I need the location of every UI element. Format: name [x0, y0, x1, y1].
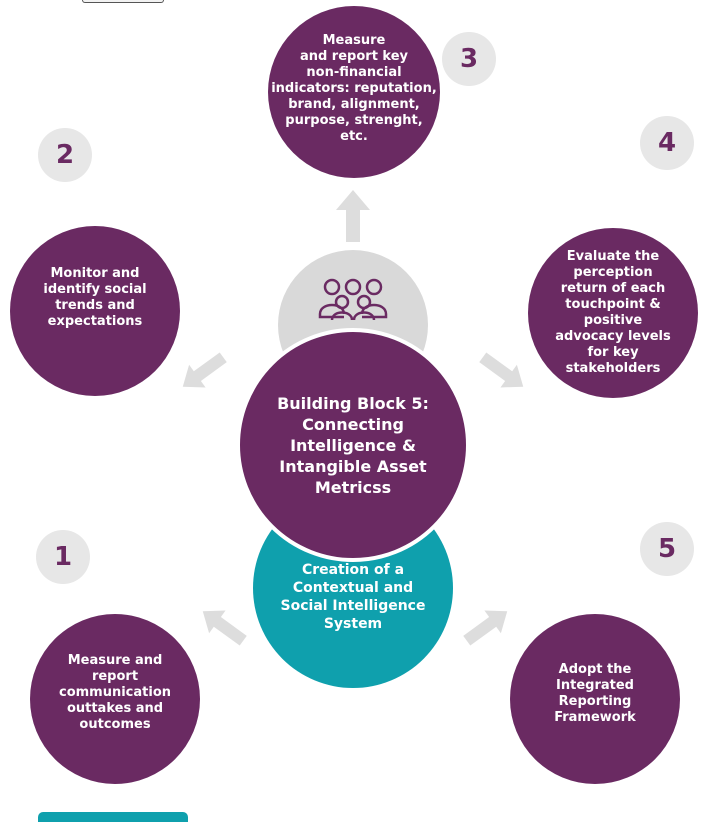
step-2-label: Monitor and identify social trends and e… [43, 266, 147, 329]
top-edge-element [82, 0, 164, 3]
step-circle-4: Evaluate the perception return of each t… [528, 228, 698, 398]
step-number-5: 5 [640, 522, 694, 576]
arrow-up-icon [336, 190, 370, 242]
arrow-down-right-icon [463, 610, 508, 646]
step-number-1: 1 [36, 530, 90, 584]
step-circle-2: Monitor and identify social trends and e… [10, 226, 180, 396]
step-number-2: 2 [38, 128, 92, 182]
people-group-icon [318, 278, 388, 321]
base-circle-label: Creation of a Contextual and Social Inte… [280, 562, 426, 632]
step-circle-1: Measure and report communication outtake… [30, 614, 200, 784]
step-4-label: Evaluate the perception return of each t… [555, 249, 671, 376]
step-1-label: Measure and report communication outtake… [58, 653, 172, 732]
step-number-4: 4 [640, 116, 694, 170]
arrow-up-left-icon [182, 352, 227, 388]
step-circle-5: Adopt the Integrated Reporting Framework [510, 614, 680, 784]
main-circle-building-block: Building Block 5: Connecting Intelligenc… [236, 328, 470, 562]
step-3-label: Measure and report key non-financial ind… [271, 33, 437, 144]
arrow-up-right-icon [479, 352, 524, 388]
step-circle-3: Measure and report key non-financial ind… [268, 6, 440, 178]
step-number-3: 3 [442, 32, 496, 86]
step-5-label: Adopt the Integrated Reporting Framework [554, 662, 636, 725]
bottom-edge-element [38, 812, 188, 822]
arrow-down-left-icon [202, 610, 247, 646]
main-circle-label: Building Block 5: Connecting Intelligenc… [277, 393, 429, 497]
